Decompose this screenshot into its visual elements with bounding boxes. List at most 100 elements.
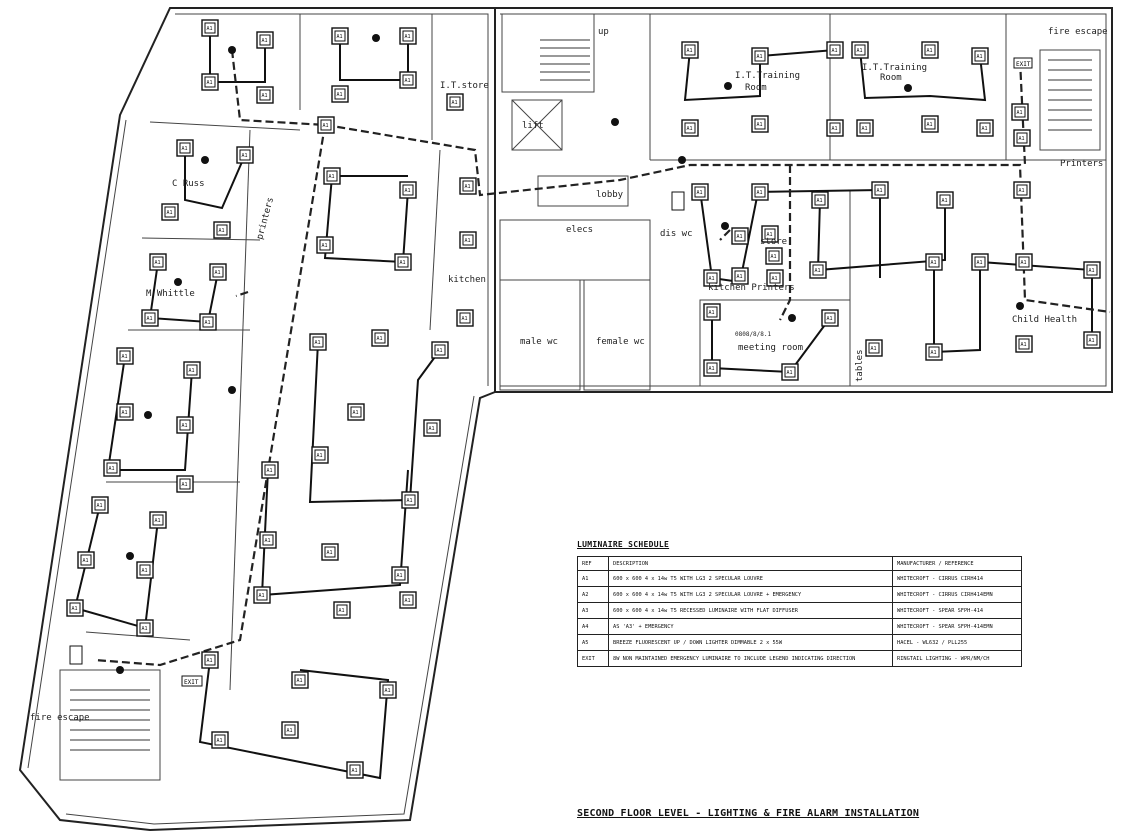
svg-text:A1: A1: [297, 678, 303, 684]
schedule-manufacturer: WHITECROFT - SPEAR SFPH-414: [892, 602, 1022, 619]
luminaire-symbol: A1: [211, 731, 229, 749]
svg-text:A1: A1: [377, 336, 383, 342]
luminaire-symbol: A1: [199, 313, 217, 331]
room-label-it-training-2: I.T.Training: [862, 63, 927, 73]
luminaire-symbol: A1: [865, 339, 883, 357]
svg-text:A1: A1: [72, 606, 78, 612]
schedule-ref: EXIT: [577, 650, 609, 667]
room-label-m-whittle: M Whittle: [146, 289, 195, 299]
luminaire-symbol: A1: [925, 343, 943, 361]
svg-text:A1: A1: [709, 276, 715, 282]
schedule-ref: A3: [577, 602, 609, 619]
luminaire-symbol: A1: [681, 119, 699, 137]
luminaire-symbol: A1: [936, 191, 954, 209]
svg-text:A1: A1: [832, 126, 838, 132]
detector: [372, 34, 380, 42]
smoke-detectors: [116, 34, 1024, 674]
luminaire-symbol: A1: [971, 253, 989, 271]
luminaire-symbol: A1: [761, 225, 779, 243]
svg-text:A1: A1: [339, 608, 345, 614]
room-label-fire-escape-bottom: fire escape: [30, 713, 90, 723]
svg-text:A1: A1: [982, 126, 988, 132]
schedule-description: 600 x 600 4 x 14w T5 WITH LG3 2 SPECULAR…: [608, 586, 893, 603]
svg-text:A1: A1: [405, 188, 411, 194]
svg-text:A1: A1: [927, 122, 933, 128]
room-label-meeting-room: meeting room: [738, 343, 803, 353]
exit-sign: [671, 191, 685, 211]
luminaire-schedule-table: REF DESCRIPTION MANUFACTURER / REFERENCE…: [577, 556, 1022, 667]
schedule-ref: A1: [577, 570, 609, 587]
luminaire-symbol: A1: [809, 261, 827, 279]
room-label-male-wc: male wc: [520, 337, 558, 347]
luminaire-symbol: A1: [253, 586, 271, 604]
table-row: EXIT 8W NON MAINTAINED EMERGENCY LUMINAI…: [577, 650, 1022, 667]
svg-text:A1: A1: [262, 38, 268, 44]
luminaire-symbol: A1: [391, 566, 409, 584]
table-row: A3 600 x 600 4 x 14w T5 RECESSED LUMINAI…: [577, 602, 1022, 619]
svg-text:A1: A1: [465, 184, 471, 190]
schedule-description: BREEZE FLUORESCENT UP / DOWN LIGHTER DIM…: [608, 634, 893, 651]
schedule-description: 600 x 600 4 x 14w T5 RECESSED LUMINAIRE …: [608, 602, 893, 619]
luminaire-symbol: A1: [399, 27, 417, 45]
luminaire-symbol: A1: [213, 221, 231, 239]
luminaire-symbol: A1: [136, 561, 154, 579]
detector: [904, 84, 912, 92]
schedule-header-manufacturer: MANUFACTURER / REFERENCE: [892, 556, 1022, 571]
detector: [611, 118, 619, 126]
svg-text:A1: A1: [317, 453, 323, 459]
room-label-dis-wc: dis wc: [660, 229, 693, 239]
room-ref-meeting: 0808/8/8.1: [735, 331, 772, 338]
schedule-manufacturer: HACEL - WL632 / PLL255: [892, 634, 1022, 651]
svg-text:A1: A1: [352, 768, 358, 774]
svg-text:A1: A1: [977, 260, 983, 266]
svg-text:A1: A1: [167, 210, 173, 216]
room-label-up: up: [598, 27, 609, 37]
luminaire-symbol: A1: [236, 146, 254, 164]
svg-text:A1: A1: [405, 34, 411, 40]
luminaire-symbol: A1: [766, 269, 784, 287]
schedule-ref: A4: [577, 618, 609, 635]
svg-text:A1: A1: [737, 234, 743, 240]
luminaire-symbol: A1: [316, 236, 334, 254]
svg-text:A1: A1: [147, 316, 153, 322]
luminaire-symbol: A1: [201, 651, 219, 669]
luminaire-symbol: A1: [703, 303, 721, 321]
svg-text:A1: A1: [353, 410, 359, 416]
luminaire-symbol: A1: [921, 115, 939, 133]
luminaire-symbol: A1: [259, 531, 277, 549]
svg-text:A1: A1: [219, 228, 225, 234]
svg-text:A1: A1: [709, 366, 715, 372]
room-label-c-russ: C Russ: [172, 179, 205, 189]
detector: [788, 314, 796, 322]
luminaire-symbol: A1: [1013, 129, 1031, 147]
luminaire-symbol: A1: [459, 231, 477, 249]
luminaire-symbol: A1: [176, 139, 194, 157]
detector: [724, 82, 732, 90]
detector: [721, 222, 729, 230]
svg-text:A1: A1: [109, 466, 115, 472]
luminaire-symbol: A1: [921, 41, 939, 59]
svg-text:A1: A1: [142, 626, 148, 632]
svg-text:A1: A1: [142, 568, 148, 574]
luminaire-symbol: A1: [256, 31, 274, 49]
schedule-description: 600 x 600 4 x 14w T5 WITH LG3 2 SPECULAR…: [608, 570, 893, 587]
schedule-ref: A2: [577, 586, 609, 603]
luminaire-symbol: A1: [925, 253, 943, 271]
svg-text:A1: A1: [207, 658, 213, 664]
svg-text:A1: A1: [1017, 110, 1023, 116]
room-label-tables: tables: [855, 349, 865, 382]
luminaire-symbol: A1: [371, 329, 389, 347]
luminaire-symbol: A1: [423, 419, 441, 437]
luminaire-symbol: A1: [871, 181, 889, 199]
svg-text:A1: A1: [737, 274, 743, 280]
luminaire-symbol: A1: [331, 27, 349, 45]
luminaire-symbol: A1: [821, 309, 839, 327]
luminaire-symbol: A1: [379, 681, 397, 699]
schedule-description: 8W NON MAINTAINED EMERGENCY LUMINAIRE TO…: [608, 650, 893, 667]
luminaire-symbol: A1: [141, 309, 159, 327]
luminaire-symbol: A1: [851, 41, 869, 59]
svg-text:A1: A1: [767, 232, 773, 238]
svg-text:A1: A1: [1089, 338, 1095, 344]
svg-text:A1: A1: [265, 538, 271, 544]
luminaire-symbol: A1: [331, 85, 349, 103]
